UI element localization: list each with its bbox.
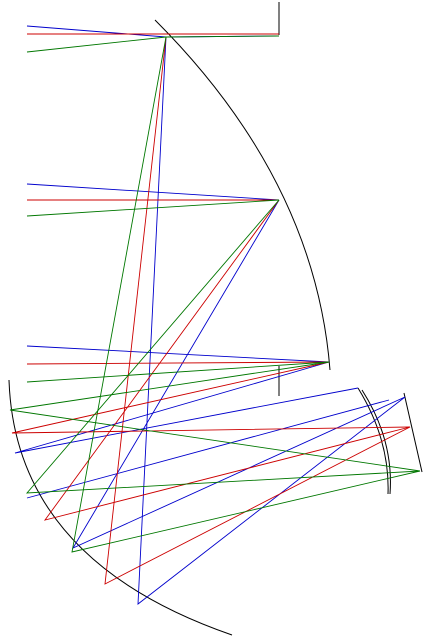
- ray-blue-3: [26, 183, 280, 201]
- ray-red-2: [104, 36, 411, 585]
- ray-green-6: [9, 361, 421, 472]
- corrector-lens-back: [361, 389, 391, 495]
- ray-blue-1: [26, 25, 280, 38]
- ray-green-3: [26, 199, 280, 217]
- ray-bundle-blue: [14, 25, 406, 605]
- ray-bundle-green: [9, 35, 421, 553]
- ray-blue-4: [71, 199, 406, 550]
- ray-blue-6: [14, 361, 359, 454]
- ray-red-4: [43, 199, 411, 521]
- ray-blue-5: [26, 345, 330, 363]
- ray-red-5: [26, 361, 330, 365]
- corrector-lens-front: [357, 387, 389, 495]
- ray-blue-2: [137, 36, 406, 605]
- ray-green-1: [26, 35, 280, 53]
- ray-green-5: [26, 361, 330, 383]
- ray-red-6: [11, 361, 411, 434]
- ray-green-4: [25, 199, 421, 494]
- ray-blue-7: [26, 399, 390, 499]
- ray-bundle-red: [11, 33, 411, 585]
- corrector-lens-edge: [403, 392, 423, 473]
- optical-elements: [8, 2, 423, 636]
- ray-green-2: [71, 36, 421, 553]
- secondary-mirror-arc: [8, 379, 233, 636]
- primary-mirror-arc: [154, 19, 331, 371]
